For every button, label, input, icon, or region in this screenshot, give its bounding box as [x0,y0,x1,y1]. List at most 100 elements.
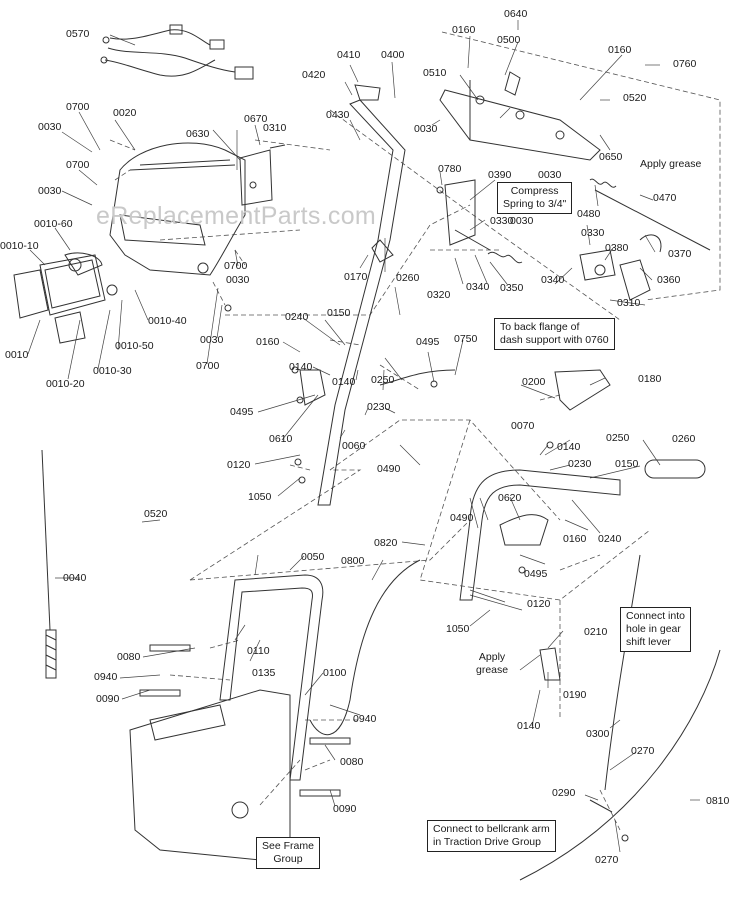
part-label: 0340 [541,274,565,286]
control-cables [309,554,721,881]
part-label: 0760 [673,58,697,70]
part-label: 0080 [117,651,141,663]
part-label: 0240 [285,311,309,323]
see-frame-group-callout: See Frame Group [256,837,320,869]
part-label: 0380 [605,242,629,254]
part-label: 0370 [668,248,692,260]
part-label: 0470 [653,192,677,204]
part-label: 0650 [599,151,623,163]
watermark: eReplacementParts.com [96,202,377,230]
part-label: 0620 [498,492,522,504]
part-label: 0160 [256,336,280,348]
wiring-harness [100,24,254,80]
part-label: 0290 [552,787,576,799]
part-label: 0495 [230,406,254,418]
part-label: 0260 [672,433,696,445]
part-label: 0800 [341,555,365,567]
part-label: 0160 [608,44,632,56]
part-label: 0140 [557,441,581,453]
part-label: 0700 [66,159,90,171]
leader-lines [27,20,700,853]
part-label: 0495 [524,568,548,580]
part-label: 0750 [454,333,478,345]
part-label: 0350 [500,282,524,294]
part-label: 0270 [631,745,655,757]
part-label: 0120 [227,459,251,471]
part-label: 0520 [623,92,647,104]
part-label: 0110 [247,645,270,657]
compress-spring-callout: Compress Spring to 3/4" [497,182,573,214]
part-label: 0420 [302,69,326,81]
antenna-rod [41,449,57,679]
hardware-parts [139,186,629,842]
part-label: 0210 [584,626,608,638]
part-label: 0190 [563,689,587,701]
part-label: 0160 [563,533,587,545]
part-label: 0940 [94,671,118,683]
control-handle [459,369,706,601]
part-label: 0200 [522,376,546,388]
part-label: 0490 [377,463,401,475]
part-label: 0100 [323,667,347,679]
part-label: 0180 [638,373,662,385]
assembly-dash-lines [109,31,721,831]
part-label: 0480 [577,208,601,220]
part-label: 0010-10 [0,240,39,252]
part-label: 0230 [568,458,592,470]
part-label: 0160 [452,24,476,36]
back-flange-callout: To back flange of dash support with 0760 [494,318,615,350]
part-label: 0495 [416,336,440,348]
part-label: 0090 [333,803,357,815]
part-label: 0400 [381,49,405,61]
part-label: 0010-60 [34,218,73,230]
part-label: 0010-20 [46,378,85,390]
part-label: 0050 [301,551,325,563]
part-label: 0310 [617,297,641,309]
part-label: 0080 [340,756,364,768]
part-label: 0010-40 [148,315,187,327]
part-label: 0170 [344,271,368,283]
part-label: 0330 [581,227,605,239]
part-label: 0390 [488,169,512,181]
part-label: 0700 [66,101,90,113]
connect-gear-shift-callout: Connect into hole in gear shift lever [620,607,691,652]
part-label: 0810 [706,795,730,807]
part-label: 0030 [38,185,62,197]
part-label: 0010 [5,349,29,361]
part-label: 0610 [269,433,293,445]
part-label: 0640 [504,8,528,20]
part-label: 0230 [367,401,391,413]
part-label: 0140 [289,361,313,373]
shift-rod [317,84,406,506]
dash-panel [109,142,246,276]
part-label: 0040 [63,572,87,584]
connect-bellcrank-callout: Connect to bellcrank arm in Traction Dri… [427,820,556,852]
handle-frame [129,574,324,861]
part-label: 1050 [248,491,272,503]
part-label: 0270 [595,854,619,866]
part-label: 0030 [226,274,250,286]
part-label: 0150 [327,307,351,319]
part-label: 0360 [657,274,681,286]
part-label: 0340 [466,281,490,293]
dash-support [439,71,601,161]
part-label: 0250 [606,432,630,444]
part-label: 0120 [527,598,551,610]
part-label: 0670 [244,113,268,125]
part-label: 0490 [450,512,474,524]
part-label: 0520 [144,508,168,520]
part-label: 0030 [538,169,562,181]
part-label: 0150 [615,458,639,470]
part-label: 0070 [511,420,535,432]
part-label: 0700 [224,260,248,272]
part-label: 0330 [490,215,514,227]
part-label: 0310 [263,122,287,134]
part-label: 0820 [374,537,398,549]
headlight-assembly [13,252,118,344]
part-label: 0500 [497,34,521,46]
part-label: 0250 [371,374,395,386]
part-label: 0010-30 [93,365,132,377]
apply-grease-note: Apply grease [640,158,702,170]
